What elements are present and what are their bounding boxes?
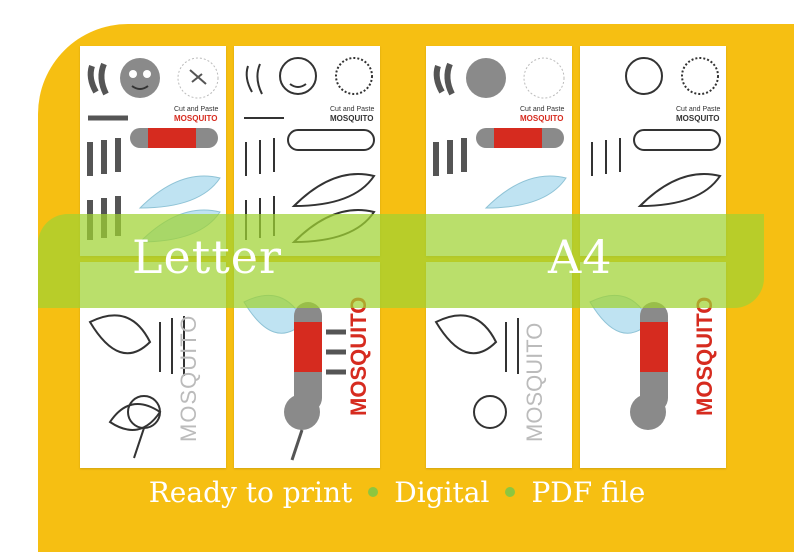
vertical-mosquito-title-red: MOSQUITO bbox=[346, 296, 371, 416]
cut-and-paste-label: Cut and Paste bbox=[520, 106, 565, 113]
vertical-mosquito-title: MOSQUITO bbox=[176, 314, 201, 442]
mosquito-title: MOSQUITO bbox=[330, 114, 374, 123]
a4-label: A4 bbox=[548, 230, 613, 284]
cut-and-paste-label: Cut and Paste bbox=[330, 106, 375, 113]
leg-strokes-icon bbox=[87, 62, 109, 96]
feature-ready-to-print: Ready to print bbox=[148, 475, 353, 509]
mosquito-face-icon bbox=[120, 58, 160, 98]
vertical-mosquito-title-red: MOSQUITO bbox=[692, 296, 717, 416]
cut-and-paste-label: Cut and Paste bbox=[174, 106, 219, 113]
cut-and-paste-label: Cut and Paste bbox=[676, 106, 721, 113]
vertical-mosquito-title: MOSQUITO bbox=[522, 322, 547, 442]
footer-features: Ready to print Digital PDF file bbox=[0, 472, 794, 512]
feature-digital: Digital bbox=[394, 475, 490, 509]
mosquito-title: MOSQUITO bbox=[676, 114, 720, 123]
bullet-dot-icon bbox=[368, 487, 379, 497]
letter-label: Letter bbox=[132, 230, 282, 284]
format-band bbox=[38, 214, 764, 308]
feature-pdf-file: PDF file bbox=[531, 475, 646, 509]
mosquito-title: MOSQUITO bbox=[520, 114, 564, 123]
bullet-dot-icon bbox=[505, 487, 516, 497]
mosquito-title: MOSQUITO bbox=[174, 114, 218, 123]
mosquito-logo-icon bbox=[177, 57, 219, 99]
